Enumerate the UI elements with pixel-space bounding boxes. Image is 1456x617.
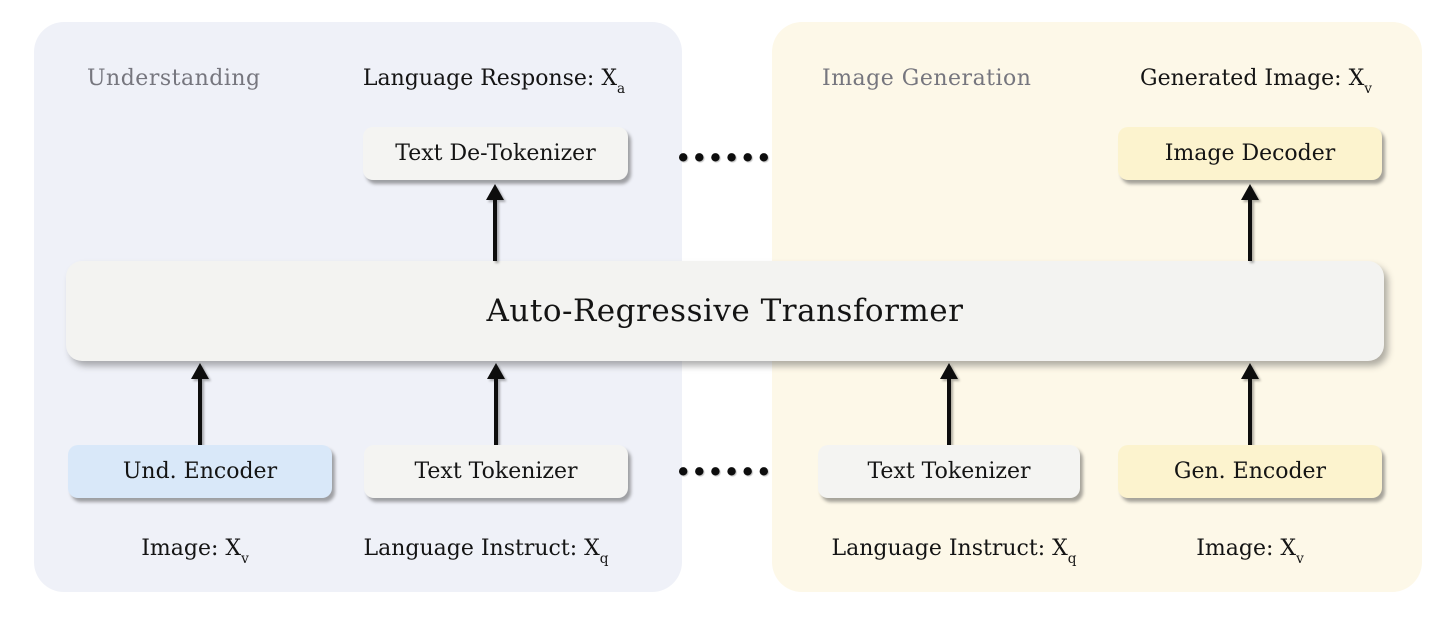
- arrow-shaft: [198, 379, 202, 445]
- image-decoder-label: Image Decoder: [1164, 141, 1336, 166]
- language-instruct-subscript-left: q: [599, 550, 609, 567]
- arrowhead-icon: [1241, 184, 1259, 200]
- arrowhead-icon: [486, 184, 504, 200]
- arrowhead-icon: [191, 363, 209, 379]
- arrow-shaft: [493, 200, 497, 261]
- arrow-shaft: [1248, 379, 1252, 445]
- arrow-up-from-text-tokenizer-right-icon: [939, 363, 959, 445]
- image-input-text-right: Image: X: [1196, 536, 1297, 561]
- arrow-up-from-text-tokenizer-left-icon: [486, 363, 506, 445]
- arrow-up-to-image-decoder-icon: [1240, 184, 1260, 261]
- image-generation-panel-title: Image Generation: [822, 66, 1032, 91]
- arrow-shaft: [1248, 200, 1252, 261]
- arrow-up-to-text-de-tokenizer-icon: [485, 184, 505, 261]
- auto-regressive-transformer-label: Auto-Regressive Transformer: [486, 293, 964, 329]
- generated-image-label: Generated Image: Xv: [1140, 66, 1372, 97]
- und-encoder-box: Und. Encoder: [68, 445, 332, 498]
- image-input-label-left: Image: Xv: [141, 536, 249, 567]
- image-input-label-right: Image: Xv: [1196, 536, 1304, 567]
- text-tokenizer-left-label: Text Tokenizer: [414, 459, 578, 484]
- language-instruct-label-right: Language Instruct: Xq: [831, 536, 1077, 567]
- language-instruct-label-left: Language Instruct: Xq: [363, 536, 609, 567]
- generated-image-subscript: v: [1364, 80, 1372, 97]
- arrowhead-icon: [1241, 363, 1259, 379]
- language-instruct-text-left: Language Instruct: X: [363, 536, 600, 561]
- text-tokenizer-right-label: Text Tokenizer: [867, 459, 1031, 484]
- text-tokenizer-right-box: Text Tokenizer: [818, 445, 1080, 498]
- language-response-text: Language Response: X: [362, 66, 617, 91]
- text-tokenizer-left-box: Text Tokenizer: [364, 445, 628, 498]
- language-instruct-text-right: Language Instruct: X: [831, 536, 1068, 561]
- generated-image-text: Generated Image: X: [1140, 66, 1365, 91]
- language-response-label: Language Response: Xa: [362, 66, 626, 97]
- understanding-panel-title: Understanding: [87, 66, 261, 91]
- image-input-subscript-left: v: [241, 550, 249, 567]
- image-decoder-box: Image Decoder: [1118, 127, 1382, 180]
- arrowhead-icon: [487, 363, 505, 379]
- language-instruct-subscript-right: q: [1067, 550, 1077, 567]
- arrow-up-from-und-encoder-icon: [190, 363, 210, 445]
- text-de-tokenizer-box: Text De-Tokenizer: [363, 127, 628, 180]
- und-encoder-label: Und. Encoder: [122, 459, 278, 484]
- arrow-shaft: [494, 379, 498, 445]
- top-separator-dots: ••••••: [674, 141, 773, 175]
- image-input-subscript-right: v: [1296, 550, 1304, 567]
- arrow-shaft: [947, 379, 951, 445]
- gen-encoder-label: Gen. Encoder: [1173, 459, 1327, 484]
- gen-encoder-box: Gen. Encoder: [1118, 445, 1382, 498]
- auto-regressive-transformer-bar: Auto-Regressive Transformer: [66, 261, 1384, 361]
- image-input-text-left: Image: X: [141, 536, 242, 561]
- text-de-tokenizer-label: Text De-Tokenizer: [395, 141, 596, 166]
- bottom-separator-dots: ••••••: [674, 455, 773, 489]
- arrowhead-icon: [940, 363, 958, 379]
- arrow-up-from-gen-encoder-icon: [1240, 363, 1260, 445]
- language-response-subscript: a: [616, 80, 626, 97]
